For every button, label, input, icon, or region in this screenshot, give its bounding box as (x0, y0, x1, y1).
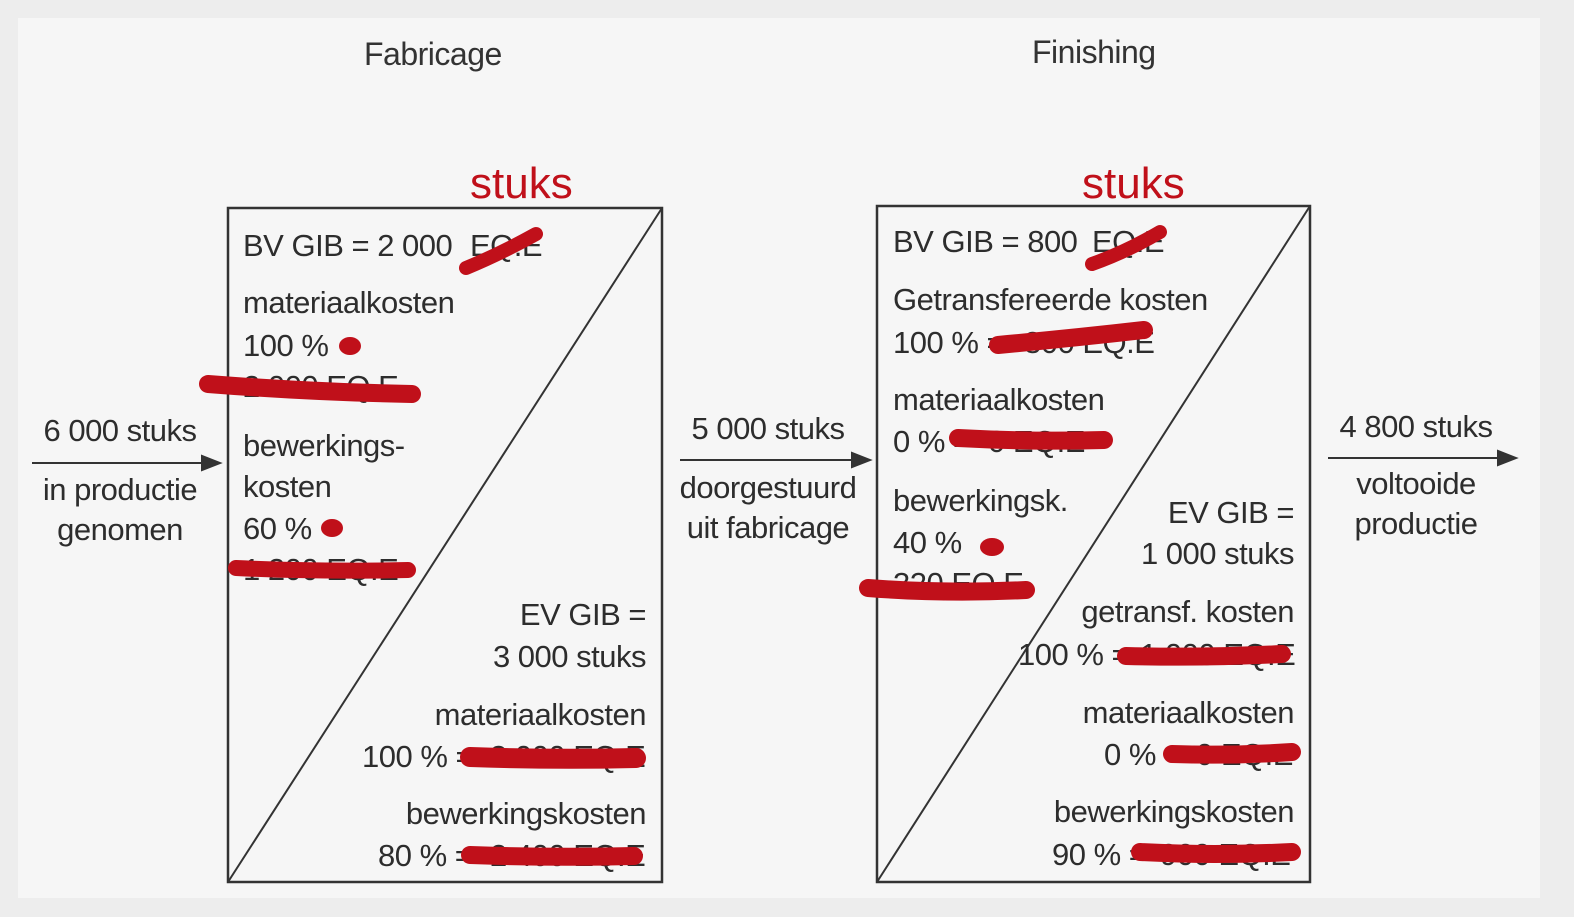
redmark-fin-getransf (989, 321, 1153, 354)
fabricage-diagonal (227, 207, 663, 883)
annotation-stuks-right: stuks (1082, 159, 1185, 208)
fin-ev-getransf-label: getransf. kosten (1081, 594, 1294, 629)
output-desc-2: productie (1354, 506, 1478, 541)
fab-kosten-label: kosten (243, 469, 332, 504)
fab-ev-mat-pct: 100 % = (362, 739, 474, 774)
redmark-fin-bv (1085, 225, 1167, 271)
redmark-fin-ev-getransf (1117, 645, 1291, 666)
fab-bewerkings-pct: 60 % (243, 511, 312, 546)
redmark-fab-bv (459, 227, 543, 275)
title-finishing: Finishing (1032, 34, 1156, 70)
fab-ev-bew-pct: 80 % = (378, 838, 473, 873)
input-quantity: 6 000 stuks (43, 413, 197, 448)
fin-getransf-pct: 100 % = (893, 325, 1005, 360)
fab-ev-bew-label: bewerkingskosten (405, 796, 647, 831)
input-arrow (32, 454, 223, 472)
transfer-desc-2: uit fabricage (686, 510, 850, 545)
fin-bv-gib: BV GIB = 800 (893, 224, 1078, 259)
fin-ev-bew-label: bewerkingskosten (1053, 794, 1295, 829)
fab-ev-stuks: 3 000 stuks (492, 639, 647, 674)
transfer-quantity: 5 000 stuks (691, 411, 845, 446)
annotation-stuks-left: stuks (470, 159, 573, 208)
redmark-fin-ev-bew (1131, 843, 1301, 863)
redmark-fab-mat (199, 375, 421, 403)
output-quantity: 4 800 stuks (1339, 409, 1493, 444)
fab-materiaalkosten-pct: 100 % (243, 328, 329, 363)
redmark-fab-ev-bew (461, 846, 643, 866)
fin-bewerkingsk-pct: 40 % (893, 525, 962, 560)
reddot-fab-bew (321, 519, 343, 537)
redmark-fin-ev-mat (1163, 743, 1301, 764)
fin-getransf-label: Getransfereerde kosten (893, 282, 1208, 317)
finishing-box (875, 204, 1312, 884)
transfer-arrow (680, 451, 873, 469)
reddot-fab-mat (339, 337, 361, 355)
finishing-diagonal (876, 205, 1311, 883)
fin-ev-stuks: 1 000 stuks (1140, 536, 1295, 571)
fin-ev-bew-pct: 90 % = (1052, 837, 1147, 872)
fin-ev-getransf-pct: 100 % = (1018, 637, 1130, 672)
output-arrow (1328, 449, 1519, 467)
fin-ev-mat-label: materiaalkosten (1082, 695, 1295, 730)
input-desc-1: in productie (42, 472, 198, 507)
fin-ev-gib: EV GIB = (1167, 495, 1295, 530)
reddot-fin-bew (980, 538, 1004, 556)
fabricage-box (226, 206, 664, 884)
input-desc-2: genomen (57, 512, 183, 547)
fab-ev-gib: EV GIB = (519, 597, 647, 632)
fin-bewerkingsk-label: bewerkingsk. (893, 483, 1068, 518)
redmark-fab-ev-mat (460, 747, 646, 769)
fab-bv-gib: BV GIB = 2 000 (243, 228, 453, 263)
fab-bewerkings-label: bewerkings- (243, 428, 405, 463)
output-desc-1: voltooide (1356, 466, 1476, 501)
redmark-fab-bew (228, 560, 416, 579)
redmark-fin-mat (949, 429, 1113, 450)
fab-materiaalkosten-label: materiaalkosten (243, 285, 455, 320)
redmark-fin-bew (859, 579, 1035, 601)
transfer-desc-1: doorgestuurd (679, 470, 857, 505)
title-fabricage: Fabricage (364, 36, 502, 72)
fin-materiaalkosten-label: materiaalkosten (893, 382, 1105, 417)
fab-ev-mat-label: materiaalkosten (434, 697, 647, 732)
